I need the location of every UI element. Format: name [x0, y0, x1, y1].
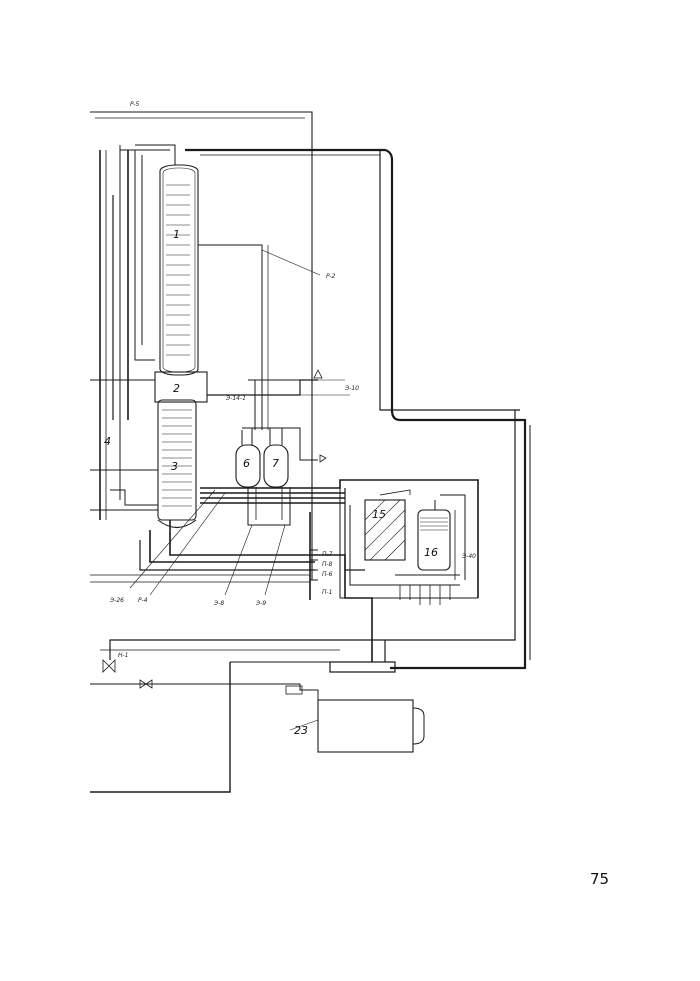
label-e8: Э-8 [213, 600, 224, 607]
label-p1: П-1 [322, 589, 333, 596]
equipment-7-label: 7 [272, 457, 279, 470]
equipment-16-label: 16 [424, 546, 438, 559]
equipment-4-label: 4 [104, 435, 111, 448]
page-number: 75 [590, 870, 610, 888]
label-e14: Э-14-1 [225, 395, 246, 402]
label-p7: П-7 [322, 551, 333, 558]
label-e40: Э-40 [461, 553, 476, 560]
label-p4: Р-4 [138, 597, 148, 604]
label-p2: P-2 [326, 273, 335, 280]
equipment-1-label: 1 [173, 228, 180, 241]
label-p5: P-5 [130, 101, 139, 108]
equipment-23-label: 23 [294, 724, 308, 737]
label-p6: П-6 [322, 571, 333, 578]
equipment-3-label: 3 [171, 460, 178, 473]
label-e9: Э-9 [255, 600, 266, 607]
label-e10: Э-10 [344, 385, 359, 392]
equipment-2-label: 2 [173, 382, 180, 395]
equipment-15-label: 15 [372, 508, 386, 521]
label-p8: П-8 [322, 561, 333, 568]
equipment-6-label: 6 [243, 457, 250, 470]
label-n1: Н-1 [118, 652, 129, 659]
label-e26: Э-26 [109, 597, 124, 604]
